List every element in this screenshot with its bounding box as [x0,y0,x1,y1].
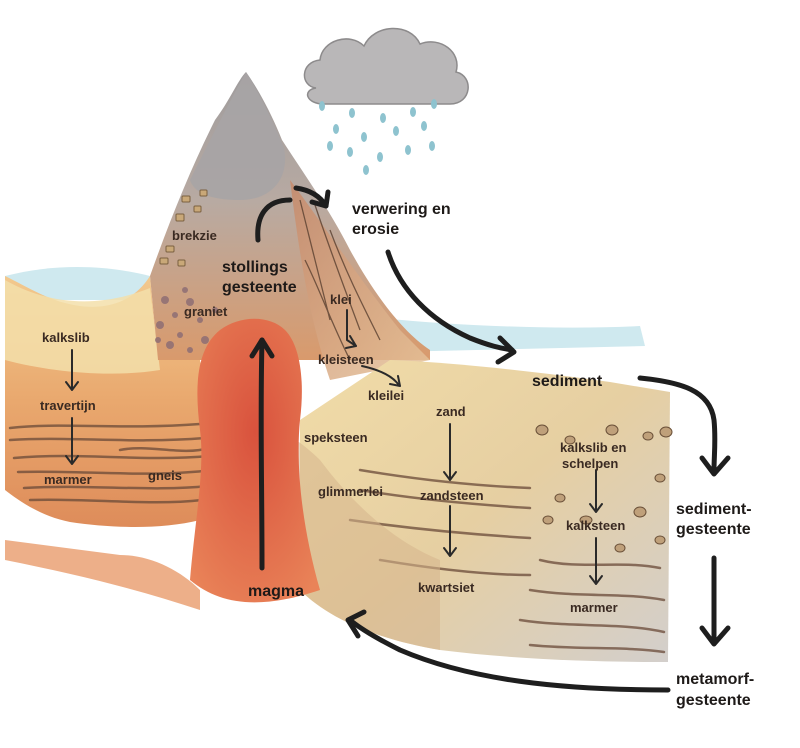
label-sediment: sediment [532,373,603,390]
label-brekzie: brekzie [172,228,217,243]
label-metamorf-1: metamorf- [676,671,754,688]
magma-chamber [190,318,320,603]
label-speksteen: speksteen [304,430,368,445]
label-klei: klei [330,292,352,307]
arrow-stollings-up [255,197,293,243]
arrow-erosie-to-sediment [385,249,515,353]
label-travertijn: travertijn [40,398,96,413]
label-kalksteen: kalksteen [566,518,625,533]
granite-texture [155,287,218,353]
label-kalkslib-right-1: kalkslib en [560,440,627,455]
arrow-metamorf-to-magma [347,617,671,693]
shells-texture [535,424,673,553]
label-kalkslib-left: kalkslib [42,330,90,345]
label-stollings-1: stollings [222,259,288,276]
label-kleilei: kleilei [368,388,404,403]
arrow-erosie-head [495,335,517,365]
arrow-sediment-to-sedimentgesteente [637,375,718,473]
label-kleisteen: kleisteen [318,352,374,367]
label-graniet: graniet [184,304,228,319]
label-zand: zand [436,404,466,419]
label-marmer-left: marmer [44,472,92,487]
label-gneis: gneis [148,468,182,483]
label-sedimentgesteente-1: sediment- [676,501,752,518]
label-zandsteen: zandsteen [420,488,484,503]
label-stollings-2: gesteente [222,279,297,296]
label-glimmerlei: glimmerlei [318,484,383,499]
rain-cloud-icon [303,27,469,175]
label-magma: magma [248,583,304,600]
lake-water [5,266,150,300]
arrow-sediment-head [699,455,731,477]
arrow-magma-up-head [249,337,275,359]
label-verwering-2: erosie [352,221,399,238]
arrow-magma-up [258,337,265,571]
label-kalkslib-right-2: schelpen [562,456,618,471]
label-metamorf-2: gesteente [676,692,751,709]
cycle-arrows [249,185,731,693]
left-strata [8,422,214,504]
label-kwartsiet: kwartsiet [418,580,475,595]
arrow-to-verwering-head [309,189,331,209]
diagram-labels: brekzie stollings gesteente graniet klei… [40,201,754,709]
label-marmer-right: marmer [570,600,618,615]
arrow-metamorf-head [699,625,731,647]
arrow-metamorf-to-magma-head [345,609,367,639]
process-arrows [65,309,603,585]
label-sedimentgesteente-2: gesteente [676,521,751,538]
breccia-texture [159,189,208,267]
label-verwering-1: verwering en [352,201,451,218]
